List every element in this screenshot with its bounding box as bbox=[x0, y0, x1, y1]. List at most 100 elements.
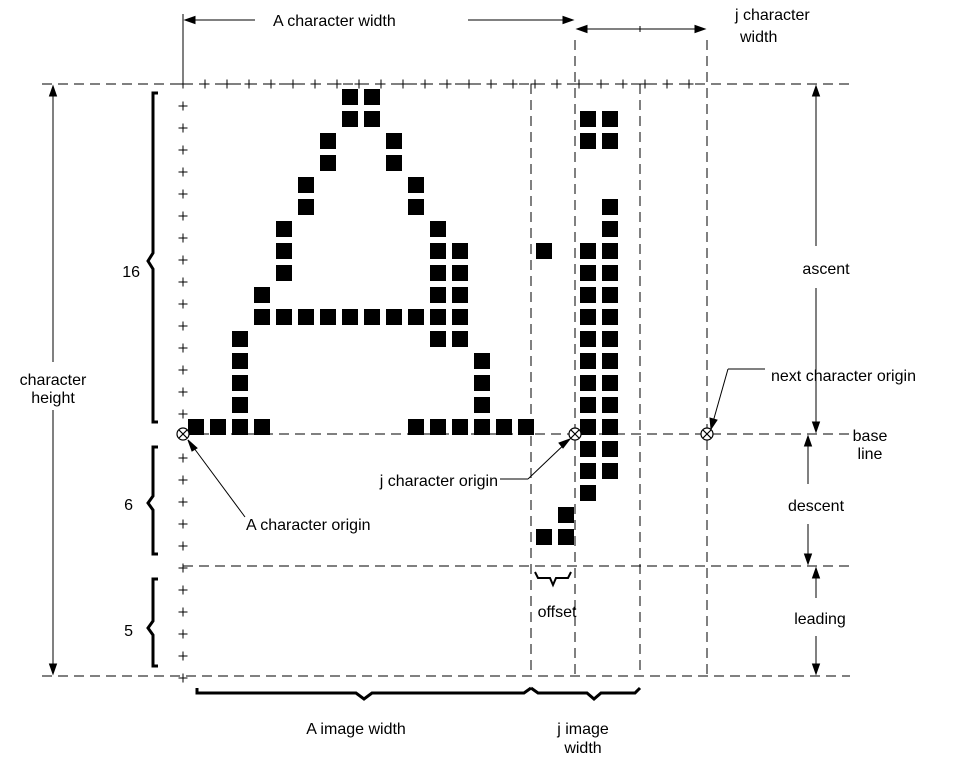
grid-plus-mark bbox=[530, 79, 540, 89]
glyph-j-pixel bbox=[602, 331, 618, 347]
descent-arrow bbox=[803, 434, 813, 566]
glyph-a-pixel bbox=[474, 397, 490, 413]
glyph-a-pixel bbox=[232, 397, 248, 413]
grid-plus-mark bbox=[178, 189, 188, 199]
glyph-j-pixel bbox=[580, 331, 596, 347]
grid-plus-mark bbox=[178, 651, 188, 661]
glyph-a-pixel bbox=[276, 309, 292, 325]
grid-plus-mark bbox=[178, 453, 188, 463]
glyph-j-pixel bbox=[602, 265, 618, 281]
glyph-a-pixel bbox=[386, 155, 402, 171]
leading-pixel-count: 5 bbox=[124, 623, 133, 640]
glyph-a-pixel bbox=[386, 309, 402, 325]
grid-plus-mark bbox=[178, 299, 188, 309]
grid-plus-mark bbox=[464, 79, 474, 89]
glyph-j-pixel bbox=[602, 309, 618, 325]
glyph-a-pixel bbox=[298, 199, 314, 215]
glyph-j-pixel bbox=[536, 529, 552, 545]
grid-plus-mark bbox=[398, 79, 408, 89]
glyph-j-pixel bbox=[580, 419, 596, 435]
a-origin-label: A character origin bbox=[246, 517, 371, 534]
grid-plus-mark bbox=[178, 673, 188, 683]
grid-plus-mark bbox=[178, 629, 188, 639]
glyph-j-pixel bbox=[558, 529, 574, 545]
grid-plus-mark bbox=[178, 167, 188, 177]
glyph-a-pixel bbox=[408, 177, 424, 193]
glyph-a-pixel bbox=[320, 155, 336, 171]
grid-plus-mark bbox=[288, 79, 298, 89]
glyph-a-pixel bbox=[408, 199, 424, 215]
glyph-a-pixel bbox=[320, 309, 336, 325]
grid-plus-mark bbox=[222, 79, 232, 89]
glyph-a-pixel bbox=[232, 419, 248, 435]
grid-plus-mark bbox=[244, 79, 254, 89]
leading-label: leading bbox=[794, 611, 846, 628]
ascent-pixel-count: 16 bbox=[122, 264, 140, 281]
grid-plus-mark bbox=[420, 79, 430, 89]
offset-label: offset bbox=[538, 604, 577, 621]
grid-plus-mark bbox=[178, 233, 188, 243]
glyph-a-pixel bbox=[276, 265, 292, 281]
glyph-j-pixels bbox=[536, 111, 618, 545]
glyph-j-pixel bbox=[558, 507, 574, 523]
glyph-a-pixel bbox=[342, 89, 358, 105]
grid-plus-mark bbox=[178, 607, 188, 617]
grid-plus-mark bbox=[200, 79, 210, 89]
char-height-label-line2: height bbox=[31, 390, 75, 407]
grid-plus-mark bbox=[332, 79, 342, 89]
grid-plus-mark bbox=[178, 563, 188, 573]
glyph-j-pixel bbox=[602, 375, 618, 391]
glyph-j-pixel bbox=[602, 287, 618, 303]
offset-brace bbox=[534, 571, 572, 588]
glyph-j-pixel bbox=[602, 353, 618, 369]
grid-plus-mark bbox=[508, 79, 518, 89]
glyph-a-pixels bbox=[188, 89, 534, 435]
j-origin-leader bbox=[500, 437, 572, 480]
grid-plus-mark bbox=[178, 541, 188, 551]
glyph-j-pixel bbox=[580, 375, 596, 391]
glyph-a-pixel bbox=[408, 309, 424, 325]
grid-plus-mark bbox=[178, 79, 188, 89]
glyph-j-pixel bbox=[602, 397, 618, 413]
next-origin-label: next character origin bbox=[771, 368, 916, 385]
grid-plus-mark bbox=[310, 79, 320, 89]
grid-plus-mark bbox=[178, 519, 188, 529]
glyph-a-pixel bbox=[276, 243, 292, 259]
glyph-j-pixel bbox=[580, 353, 596, 369]
grid-plus-mark bbox=[178, 585, 188, 595]
glyph-a-pixel bbox=[430, 309, 446, 325]
glyph-a-pixel bbox=[474, 419, 490, 435]
descent-label: descent bbox=[788, 498, 845, 515]
char-height-arrow bbox=[42, 83, 183, 676]
j-char-width-arrow bbox=[575, 24, 707, 34]
grid-plus-mark bbox=[376, 79, 386, 89]
grid-plus-mark bbox=[178, 211, 188, 221]
glyph-a-pixel bbox=[430, 243, 446, 259]
next-origin-marker bbox=[700, 427, 714, 441]
glyph-a-pixel bbox=[232, 353, 248, 369]
glyph-a-pixel bbox=[430, 287, 446, 303]
glyph-a-pixel bbox=[254, 287, 270, 303]
glyph-a-pixel bbox=[496, 419, 512, 435]
glyph-a-pixel bbox=[342, 309, 358, 325]
j-origin-marker bbox=[568, 427, 582, 441]
glyph-j-pixel bbox=[580, 441, 596, 457]
baseline-label-line2: line bbox=[858, 446, 883, 463]
baseline-label: base bbox=[853, 428, 888, 445]
descent-pixel-count: 6 bbox=[124, 497, 133, 514]
glyph-a-pixel bbox=[254, 419, 270, 435]
grid-plus-mark bbox=[574, 79, 584, 89]
glyph-a-pixel bbox=[320, 133, 336, 149]
glyph-j-pixel bbox=[580, 463, 596, 479]
glyph-j-pixel bbox=[580, 243, 596, 259]
grid-plus-mark bbox=[662, 79, 672, 89]
grid-plus-mark bbox=[178, 497, 188, 507]
glyph-a-pixel bbox=[474, 353, 490, 369]
j-image-width-label: j image bbox=[556, 721, 609, 738]
glyph-a-pixel bbox=[188, 419, 204, 435]
ascent-label: ascent bbox=[802, 261, 850, 278]
glyph-a-pixel bbox=[232, 375, 248, 391]
pixel-grid-marks bbox=[178, 79, 694, 683]
